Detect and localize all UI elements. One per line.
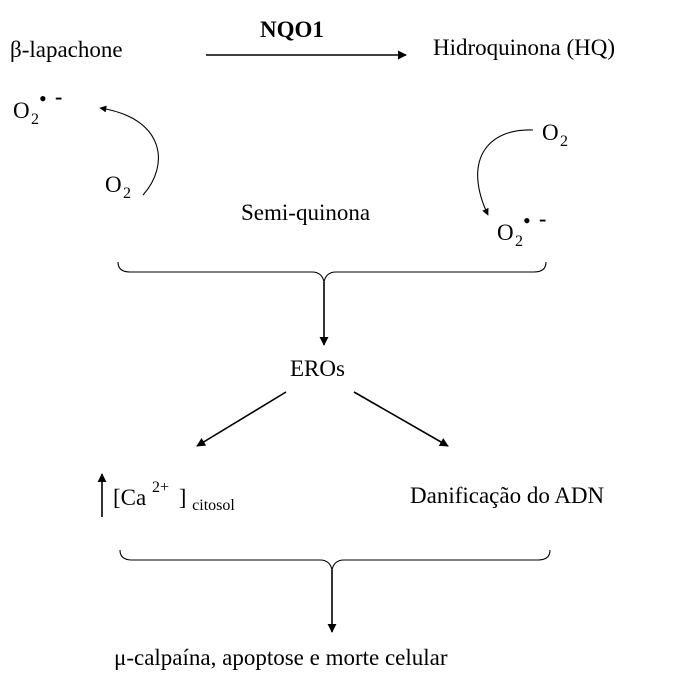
calcium-close: ]	[179, 485, 192, 510]
superoxide-left: O 2 • -	[13, 84, 62, 128]
calcium-open: [Ca	[113, 485, 152, 510]
lower-brace	[119, 549, 551, 571]
superoxide-right-charge: -	[539, 206, 546, 231]
svg-text:[Ca 2+ ] c: [Ca 2+ ] citosol	[113, 472, 235, 514]
superoxide-right: O 2 • -	[497, 206, 546, 250]
superoxide-right-base: O	[497, 220, 514, 245]
oxygen-left-base: O	[105, 172, 122, 197]
calcium-sub: citosol	[192, 497, 235, 514]
superoxide-left-charge: -	[55, 84, 62, 109]
enzyme-label: NQO1	[260, 17, 324, 42]
calcium-label: [Ca 2+ ] citosol	[113, 472, 235, 514]
superoxide-left-base: O	[13, 98, 30, 123]
oxygen-right: O 2	[542, 120, 568, 150]
oxygen-left-sub: 2	[123, 185, 131, 202]
dna-damage-label: Danificação do ADN	[410, 483, 605, 508]
ros-to-calcium-arrow	[196, 391, 287, 447]
right-oxidation-arrow	[477, 129, 534, 216]
left-oxidation-arrow	[99, 105, 159, 196]
intermediate-label: Semi-quinona	[241, 200, 370, 225]
oxygen-right-sub: 2	[560, 133, 568, 150]
product-label: Hidroquinona (HQ)	[433, 35, 615, 60]
oxygen-left: O 2	[105, 172, 131, 202]
reactant-label: β-lapachone	[10, 37, 123, 62]
ros-label: EROs	[290, 356, 345, 381]
superoxide-left-radical: •	[39, 86, 47, 111]
superoxide-left-sub: 2	[31, 111, 39, 128]
outcome-label: μ-calpaína, apoptose e morte celular	[114, 645, 448, 670]
superoxide-right-sub: 2	[515, 233, 523, 250]
ros-to-dna-arrow	[353, 391, 449, 447]
calcium-charge: 2+	[152, 479, 169, 496]
upper-brace	[117, 261, 547, 283]
oxygen-right-base: O	[542, 120, 559, 145]
superoxide-right-radical: •	[523, 208, 531, 233]
